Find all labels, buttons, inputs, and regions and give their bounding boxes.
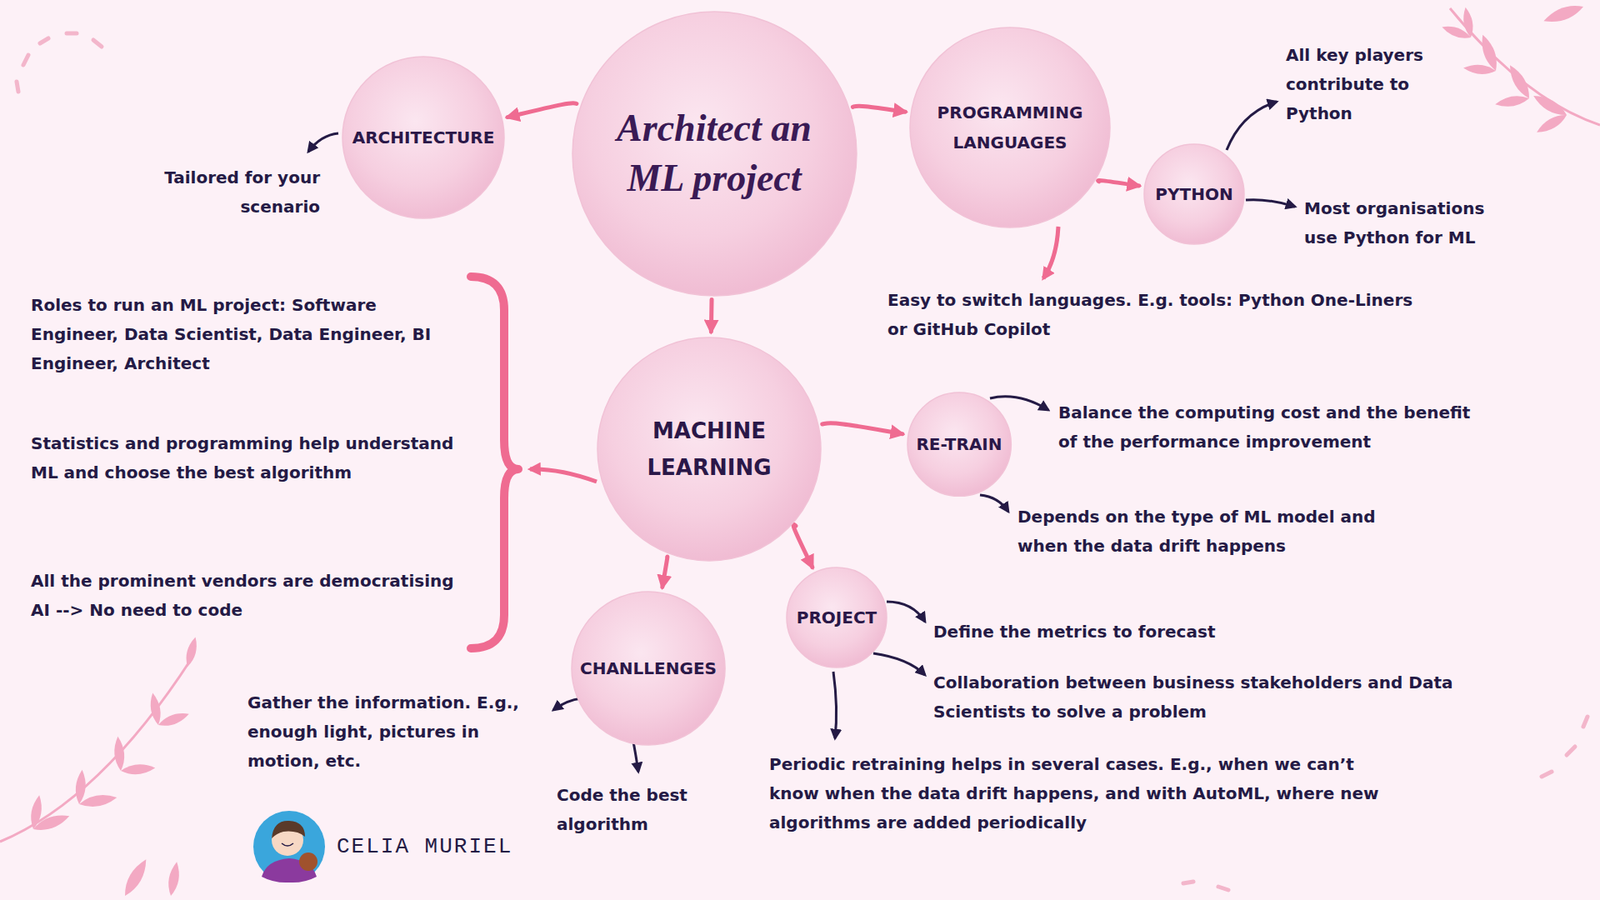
leader-arrow <box>833 671 837 739</box>
mind-map-circle: ARCHITECTURE <box>341 55 505 220</box>
note-block: Periodic retraining helps in several cas… <box>769 750 1403 838</box>
note-block: Easy to switch languages. E.g. tools: Py… <box>887 285 1421 345</box>
topic-name: PYTHON <box>1155 183 1233 205</box>
author-name: CELIA MURIEL <box>336 831 587 862</box>
note-block: Tailored for your scenario <box>101 163 320 222</box>
note-text: Statistics and programming help understa… <box>30 429 465 488</box>
curly-bracket <box>470 276 519 649</box>
note-text: Tailored for your scenario <box>101 163 320 222</box>
note-text: Easy to switch languages. E.g. tools: Py… <box>887 285 1421 345</box>
note-text: Balance the computing cost and the benef… <box>1058 398 1475 457</box>
note-block: Depends on the type of ML model and when… <box>1017 502 1410 561</box>
connector-arrow <box>1098 180 1140 185</box>
watercolor-circle <box>910 27 1110 228</box>
note-block: Statistics and programming help understa… <box>30 429 465 488</box>
watercolor-circle <box>1144 144 1245 245</box>
note-text: Code the best algorithm <box>556 780 724 840</box>
circle-shape <box>571 10 858 297</box>
leader-arrow <box>990 396 1049 410</box>
note-block: All the prominent vendors are democratis… <box>30 566 465 625</box>
mind-map-circle: Architect an ML project <box>571 10 858 297</box>
note-block: Define the metrics to forecast <box>933 617 1334 647</box>
topic-name: ARCHITECTURE <box>352 126 495 149</box>
mind-map-circle: CHANLLENGES <box>570 590 726 746</box>
leader-arrow <box>633 741 639 772</box>
leader-arrow <box>553 698 582 710</box>
note-text: Periodic retraining helps in several cas… <box>769 750 1403 838</box>
note-block: All key players contribute to Python <box>1285 40 1470 129</box>
connector-arrow <box>852 105 905 112</box>
mind-map-circle: PROJECT <box>785 566 888 669</box>
note-block: Most organisations use Python for ML <box>1304 194 1521 253</box>
leader-arrow <box>886 601 925 622</box>
mind-map-circle: PROGRAMMING LANGUAGES <box>909 26 1111 229</box>
watercolor-circle <box>597 337 821 561</box>
note-text: Define the metrics to forecast <box>933 617 1334 647</box>
leader-arrow <box>1245 200 1295 207</box>
mind-map-circle: RE-TRAIN <box>906 391 1012 497</box>
circle-shape <box>909 26 1111 229</box>
topic-name: MACHINE LEARNING <box>613 412 805 486</box>
leader-arrow <box>308 133 339 152</box>
avatar-icon <box>253 810 325 883</box>
mind-map-circle: MACHINE LEARNING <box>596 336 822 562</box>
central-topic: Architect an ML project <box>589 103 840 204</box>
circle-shape <box>596 336 822 562</box>
note-block: Collaboration between business stakehold… <box>933 668 1467 727</box>
note-text: Roles to run an ML project: Software Eng… <box>30 290 465 379</box>
topic-name: PROGRAMMING LANGUAGES <box>922 97 1098 158</box>
watercolor-circle <box>572 11 857 296</box>
note-block: Code the best algorithm <box>556 780 724 840</box>
connector-arrow <box>793 524 813 568</box>
topic-name: CHANLLENGES <box>580 657 717 680</box>
connector-arrow <box>822 423 903 435</box>
note-block: Gather the information. E.g., enough lig… <box>247 688 531 776</box>
note-text: Most organisations use Python for ML <box>1304 194 1521 253</box>
leader-arrow <box>1043 226 1059 279</box>
note-text: Gather the information. E.g., enough lig… <box>247 688 531 776</box>
watercolor-circle <box>571 591 725 745</box>
connector-arrow <box>662 556 668 587</box>
leaf-branch <box>1440 0 1600 136</box>
topic-name: RE-TRAIN <box>915 433 1002 455</box>
note-text: All key players contribute to Python <box>1285 40 1470 129</box>
mind-map-circle: PYTHON <box>1143 143 1245 245</box>
connector-arrow <box>507 103 577 118</box>
note-text: Depends on the type of ML model and when… <box>1017 502 1410 561</box>
note-block: Balance the computing cost and the benef… <box>1058 398 1475 457</box>
leader-arrow <box>530 469 597 482</box>
note-text: Collaboration between business stakehold… <box>933 668 1467 727</box>
connector-arrow <box>709 299 715 332</box>
note-text: All the prominent vendors are democratis… <box>30 566 465 625</box>
leader-arrow <box>980 495 1009 512</box>
leader-arrow <box>873 653 925 675</box>
leader-arrow <box>1226 101 1277 150</box>
note-block: CELIA MURIEL <box>336 831 587 862</box>
leaf-branch <box>0 635 200 899</box>
note-block: Roles to run an ML project: Software Eng… <box>30 290 465 379</box>
watercolor-circle <box>786 567 887 668</box>
topic-name: PROJECT <box>796 606 877 629</box>
watercolor-circle <box>342 56 505 219</box>
watercolor-circle <box>907 392 1011 496</box>
